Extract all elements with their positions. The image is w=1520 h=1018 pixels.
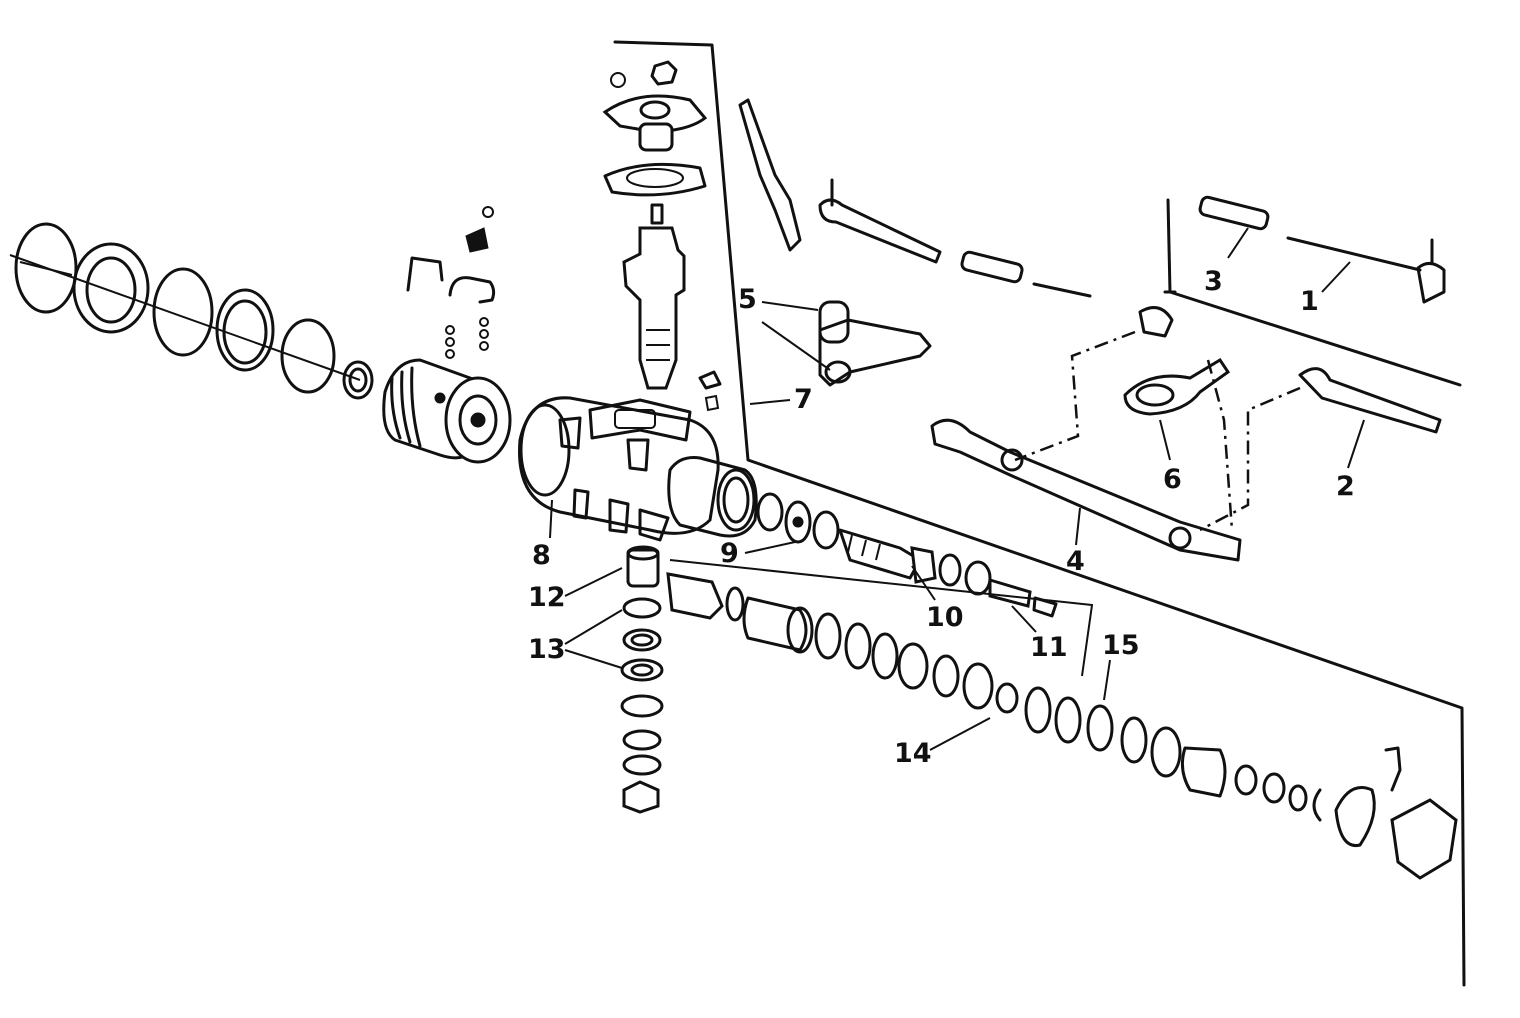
- callout-9: 9: [720, 538, 739, 569]
- callout-3: 3: [1204, 266, 1223, 297]
- gear-housing: [518, 396, 758, 542]
- callout-10: 10: [926, 602, 964, 633]
- callout-11: 11: [1030, 632, 1068, 663]
- callout-5: 5: [738, 284, 757, 315]
- steering-linkage: [738, 98, 1446, 562]
- callout-7: 7: [794, 384, 813, 415]
- callout-8: 8: [532, 540, 551, 571]
- lower-seal-row: [666, 572, 1458, 880]
- callout-1: 1: [1300, 286, 1319, 317]
- callout-15: 15: [1102, 630, 1140, 661]
- callout-6: 6: [1163, 464, 1182, 495]
- callout-2: 2: [1336, 471, 1355, 502]
- callout-12: 12: [528, 582, 566, 613]
- callouts: 1 2 3 4 5 6 7 8 9 10 11 12 13 14 15: [528, 266, 1355, 769]
- panel-border: [613, 40, 1466, 987]
- pitman-shaft-assembly: [602, 60, 722, 412]
- callout-14: 14: [894, 738, 932, 769]
- callout-4: 4: [1066, 546, 1085, 577]
- callout-13: 13: [528, 634, 566, 665]
- left-seal-stack: [9, 222, 374, 400]
- lower-adjuster-stack: [620, 545, 664, 814]
- leader-lines: [549, 227, 1365, 751]
- piston-assembly: [382, 206, 512, 464]
